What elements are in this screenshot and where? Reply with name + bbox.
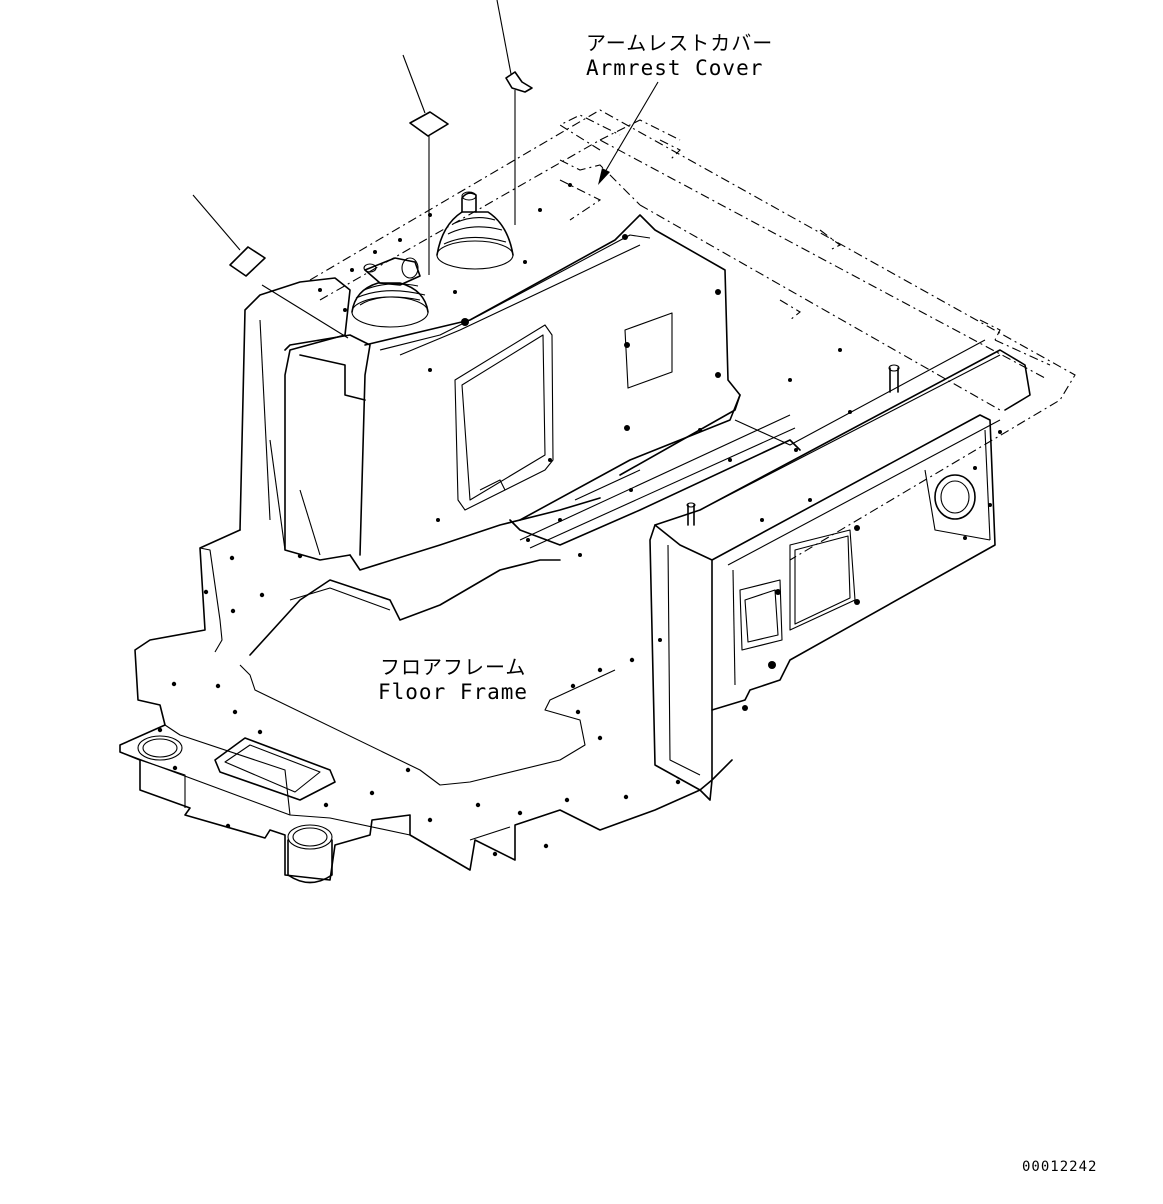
armrest-cover-label-jp: アームレストカバー (586, 31, 774, 55)
left-console (239, 183, 741, 571)
label-plate-2 (402, 54, 449, 275)
phantom-cab-frame (309, 109, 1076, 561)
right-console (649, 349, 1031, 791)
floor-frame-label-en: Floor Frame (378, 680, 529, 704)
right-joystick (436, 191, 514, 270)
label-plate-1 (192, 194, 349, 339)
floor-frame-plate (119, 529, 733, 884)
armrest-cover-label-en: Armrest Cover (586, 56, 764, 80)
mid-frame-rails (509, 339, 986, 557)
document-number: 00012242 (1022, 1159, 1098, 1175)
floor-frame-label-jp: フロアフレーム (380, 655, 527, 679)
left-joystick (351, 257, 429, 328)
armrest-cover-part (496, 0, 533, 225)
armrest-cover-leader (598, 81, 659, 185)
